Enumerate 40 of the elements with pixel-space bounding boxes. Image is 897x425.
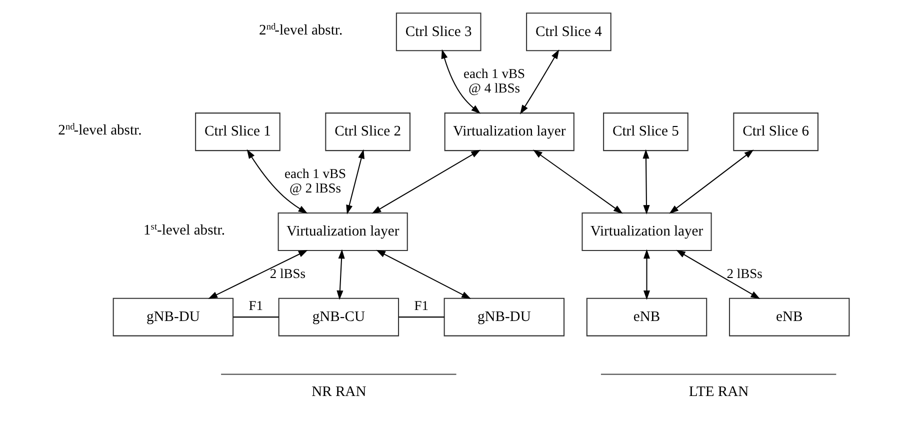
node-box: Ctrl Slice 3 bbox=[395, 12, 481, 51]
node-box: Ctrl Slice 1 bbox=[194, 112, 280, 151]
edge-label: each 1 vBS @ 4 lBSs bbox=[462, 66, 525, 96]
arrow bbox=[642, 248, 650, 300]
label: LTE RAN bbox=[688, 383, 748, 400]
arrow bbox=[246, 148, 308, 214]
node-box: gNB-CU bbox=[278, 297, 399, 336]
label: 2$^{nd}$-level abstr. bbox=[258, 22, 342, 38]
arrow bbox=[208, 249, 308, 298]
arrow bbox=[519, 48, 559, 114]
edge-label: each 1 vBS @ 2 lBSs bbox=[284, 166, 346, 196]
node-box: Virtualization layer bbox=[581, 212, 712, 250]
node-box: Ctrl Slice 2 bbox=[324, 112, 410, 151]
arrow bbox=[642, 148, 650, 214]
edge-label: F1 bbox=[248, 298, 263, 313]
edge-label: F1 bbox=[414, 298, 428, 313]
edge-label: 2 lBSs bbox=[269, 265, 306, 280]
node-box: Ctrl Slice 4 bbox=[526, 12, 611, 51]
arrow bbox=[371, 149, 480, 214]
node-box: Ctrl Slice 5 bbox=[602, 112, 688, 151]
node-box: eNB bbox=[728, 297, 850, 336]
arrow bbox=[532, 149, 622, 214]
arrow bbox=[440, 48, 480, 114]
node-box: Virtualization layer bbox=[444, 112, 574, 151]
arrow bbox=[336, 248, 344, 300]
connector bbox=[398, 316, 444, 318]
label: 1$^{st}$-level abstr. bbox=[143, 222, 224, 238]
node-box: gNB-DU bbox=[443, 297, 564, 336]
arrow bbox=[346, 148, 364, 214]
node-box: Virtualization layer bbox=[277, 212, 408, 250]
connector bbox=[232, 316, 278, 318]
edge-label: 2 lBSs bbox=[726, 265, 762, 280]
arrow bbox=[675, 249, 760, 298]
node-box: Ctrl Slice 6 bbox=[732, 112, 818, 151]
node-box: eNB bbox=[586, 297, 707, 336]
label: NR RAN bbox=[311, 383, 366, 400]
node-box: gNB-DU bbox=[112, 297, 234, 336]
arrow bbox=[376, 249, 470, 298]
label: 2$^{nd}$-level abstr. bbox=[58, 122, 142, 138]
arrow bbox=[668, 149, 754, 214]
